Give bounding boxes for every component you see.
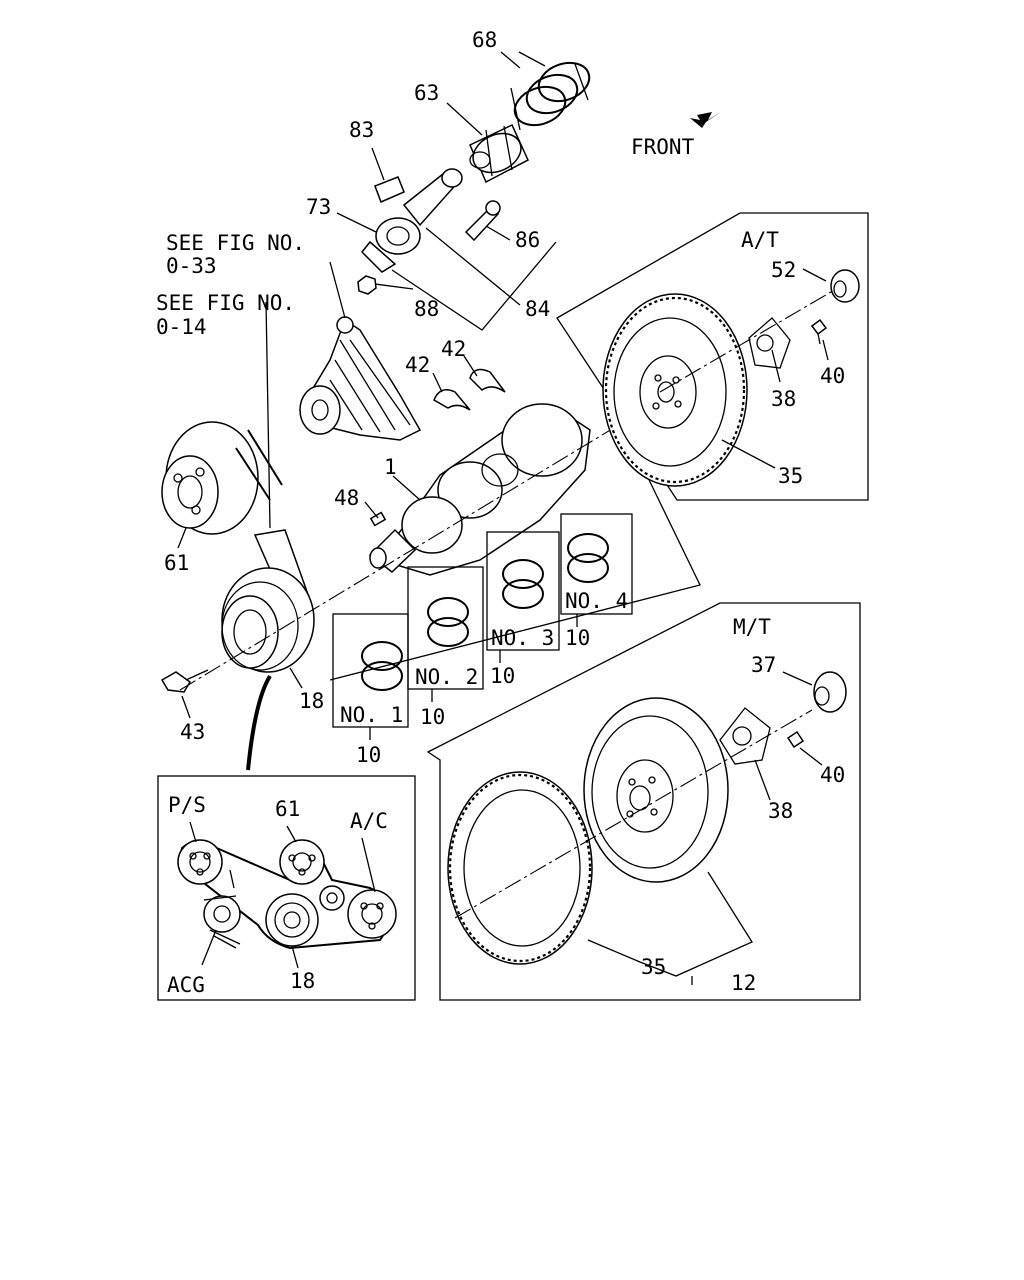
callout-84: 84 [525,297,550,321]
belt-acg-label: ACG [167,973,205,997]
bearing-no3-callout: 10 [490,664,515,688]
belt-ps-label: P/S [168,793,206,817]
bearing-no2-label: NO. 2 [415,665,478,689]
callout-63: 63 [414,81,439,105]
bearing-no2-callout: 10 [420,705,445,729]
bearing-no4-label: NO. 4 [565,589,628,613]
bearing-no3: NO. 3 10 [486,531,560,688]
front-pulleys [160,421,315,771]
callout-42b: 42 [441,337,466,361]
bearing-no4: NO. 4 10 [560,513,633,650]
callout-86: 86 [515,228,540,252]
callout-1: 1 [384,455,397,479]
front-label: FRONT [631,135,695,159]
callout-68: 68 [472,28,497,52]
callout-88: 88 [414,297,439,321]
at-flywheel-box: A/T 52 40 38 35 [556,212,869,501]
crankshaft [368,403,591,576]
belt-callout-61: 61 [275,797,300,821]
at-callout-38: 38 [771,387,796,411]
belt-routing-box: P/S A/C ACG 61 18 [157,775,416,1001]
callout-18: 18 [299,689,324,713]
crank-axis [179,399,661,691]
callout-43: 43 [180,720,205,744]
mt-title: M/T [733,615,771,639]
see-figure-references: SEE FIG NO. 0-33 SEE FIG NO. 0-14 [156,231,305,339]
bearing-no3-label: NO. 3 [491,626,554,650]
mt-callout-37: 37 [751,653,776,677]
see-fig-0-33-line2: 0-33 [166,254,217,278]
main-bearings: NO. 1 10 NO. 2 10 NO. 3 10 NO. 4 10 [332,513,633,767]
bearing-no1-callout: 10 [356,743,381,767]
mt-callout-35: 35 [641,955,666,979]
bearing-no1: NO. 1 10 [332,613,409,767]
front-direction-indicator: FRONT [631,111,722,159]
callout-83: 83 [349,118,374,142]
see-fig-0-14-line1: SEE FIG NO. [156,291,295,315]
callout-48: 48 [334,486,359,510]
bearing-no4-callout: 10 [565,626,590,650]
callouts: 68 63 83 73 86 84 88 42 42 1 48 61 18 43 [164,28,550,744]
see-fig-0-33-line1: SEE FIG NO. [166,231,305,255]
belt-callout-18: 18 [290,969,315,993]
pulley-bracket [299,316,422,441]
bearing-no2: NO. 2 10 [407,566,484,729]
mt-callout-38: 38 [768,799,793,823]
at-callout-40: 40 [820,364,845,388]
mt-callout-40: 40 [820,763,845,787]
at-title: A/T [741,228,779,252]
callout-61: 61 [164,551,189,575]
thrust-washers [433,368,506,411]
callout-73: 73 [306,195,331,219]
callout-42a: 42 [405,353,430,377]
at-callout-52: 52 [771,258,796,282]
front-arrow-icon [690,111,722,128]
see-fig-0-14-line2: 0-14 [156,315,207,339]
belt-ac-label: A/C [350,809,388,833]
mt-callout-12: 12 [731,971,756,995]
mt-flywheel-box: M/T 37 40 38 35 12 [426,602,861,1001]
at-callout-35: 35 [778,464,803,488]
piston-assembly [357,61,591,295]
bearing-no1-label: NO. 1 [340,703,403,727]
